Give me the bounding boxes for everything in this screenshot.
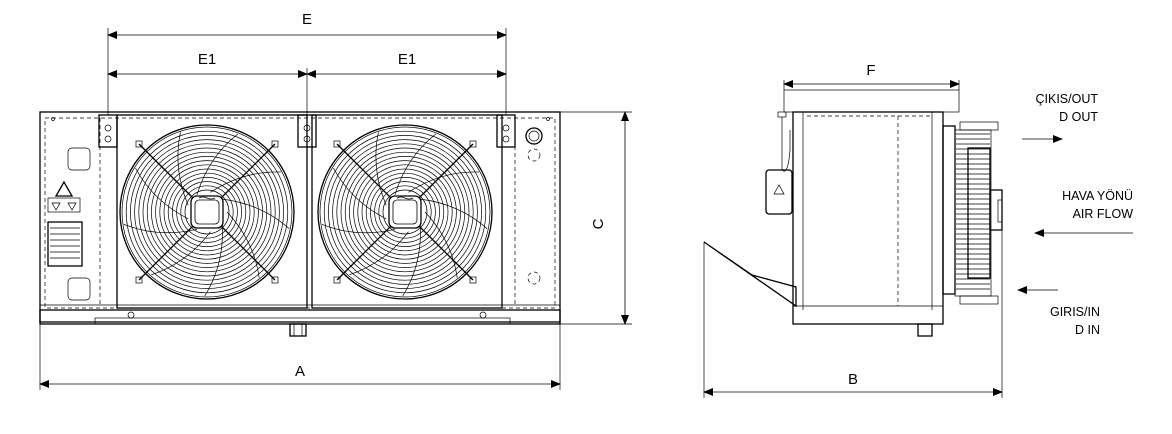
nameplate xyxy=(47,221,83,267)
dimension-label-b: B xyxy=(848,371,858,388)
outlet-label-line2: D OUT xyxy=(1059,110,1098,124)
pipe-connection-icon xyxy=(525,127,543,145)
fan-grille-right xyxy=(317,124,493,300)
dimension-label-e: E xyxy=(302,11,312,28)
airflow-label-line1: HAVA YÖNÜ xyxy=(1062,189,1133,203)
side-housing xyxy=(792,111,944,325)
junction-box xyxy=(765,169,793,215)
side-view: F B ÇIKIS/OUT D OUT HAVA YÖNÜ AIR FLOW G… xyxy=(703,62,1134,398)
fan-blade-side xyxy=(967,147,991,279)
inlet-label-line1: GIRIS/IN xyxy=(1050,305,1100,319)
fan-guard-ribs xyxy=(956,133,990,290)
dimension-label-c: C xyxy=(590,218,607,229)
fan-motor-side xyxy=(989,189,1003,231)
top-mount-plate xyxy=(783,89,960,113)
front-view: E E1 E1 C A xyxy=(39,11,632,390)
fan-panel-left xyxy=(116,114,308,309)
fan-hub xyxy=(388,195,422,229)
fan-hub xyxy=(190,195,224,229)
outlet-label-line1: ÇIKIS/OUT xyxy=(1035,92,1098,106)
fan-guard-side xyxy=(954,129,992,297)
inlet-label-line2: D IN xyxy=(1075,323,1100,337)
drain-outlet-side xyxy=(917,323,933,337)
drain-outlet xyxy=(289,323,307,337)
dimension-label-f: F xyxy=(866,62,875,79)
warning-label xyxy=(47,197,81,213)
warning-triangle-icon xyxy=(773,184,785,195)
fan-grille-left xyxy=(119,124,295,300)
dimension-label-a: A xyxy=(295,363,305,380)
fan-panel-right xyxy=(311,114,503,309)
dimension-label-e1-left: E1 xyxy=(198,51,216,68)
front-housing xyxy=(39,111,561,323)
warning-triangle-icon xyxy=(54,180,74,197)
airflow-label-line2: AIR FLOW xyxy=(1073,207,1134,221)
dimension-label-e1-right: E1 xyxy=(398,51,416,68)
drip-tray-side xyxy=(703,241,797,308)
